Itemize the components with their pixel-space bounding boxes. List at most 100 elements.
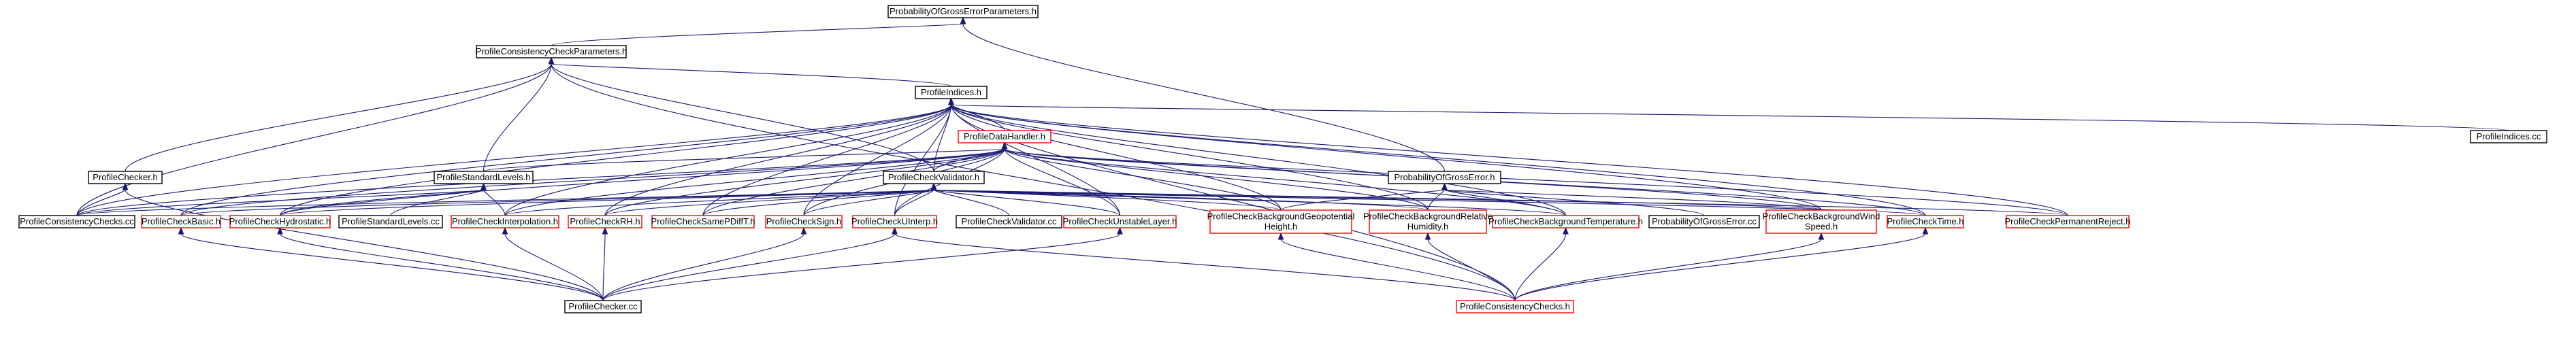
node-box[interactable] — [1765, 209, 1877, 234]
node-box[interactable] — [1369, 209, 1487, 234]
edge-line — [1004, 148, 1282, 211]
node-label: ProfileCheckSamePDiffT.h — [651, 216, 755, 226]
node-box[interactable] — [568, 215, 642, 228]
node-poge_cc[interactable]: ProbabilityOfGrossError.cc — [1648, 215, 1760, 228]
edge-line — [702, 189, 934, 216]
edge-line — [76, 189, 934, 216]
node-box[interactable] — [1456, 300, 1574, 313]
edge-psl_cc-to-pstd — [390, 182, 487, 216]
edge-pcbw-to-poge — [1441, 182, 1822, 211]
node-box[interactable] — [1209, 209, 1352, 234]
node-pccp[interactable]: ProfileConsistencyCheckParameters.h — [476, 45, 627, 58]
node-box[interactable] — [1063, 215, 1177, 228]
node-box[interactable] — [883, 171, 985, 184]
edge-line — [551, 63, 934, 172]
node-label: ProfileConsistencyChecks.cc — [20, 216, 134, 226]
edge-line — [1280, 189, 1446, 211]
node-box[interactable] — [852, 215, 937, 228]
node-pcul[interactable]: ProfileCheckUnstableLayer.h — [1063, 215, 1177, 228]
node-box[interactable] — [141, 215, 221, 228]
node-box[interactable] — [229, 215, 331, 228]
edge-line — [894, 104, 952, 216]
node-box[interactable] — [2006, 215, 2130, 228]
node-box[interactable] — [1648, 215, 1760, 228]
edge-line — [483, 63, 552, 172]
node-box[interactable] — [958, 130, 1051, 143]
node-pcv_cc[interactable]: ProfileCheckValidator.cc — [956, 215, 1062, 228]
node-pcc_cc[interactable]: ProfileConsistencyChecks.cc — [18, 215, 135, 228]
edge-arrowhead — [480, 182, 487, 190]
node-box[interactable] — [1388, 171, 1501, 184]
edge-line — [1514, 239, 1822, 301]
node-label: ProfileCheckValidator.h — [888, 172, 979, 182]
edge-arrowhead — [548, 56, 555, 65]
edge-pcc_h-to-pcu — [892, 226, 1516, 301]
edge-line — [76, 63, 552, 216]
node-label: ProfileIndices.h — [921, 87, 981, 97]
node-pidx[interactable]: ProfileIndices.h — [915, 86, 988, 99]
node-box[interactable] — [564, 300, 642, 313]
node-pcpr[interactable]: ProfileCheckPermanentReject.h — [2005, 215, 2131, 228]
node-box[interactable] — [1492, 215, 1640, 228]
node-label: ProfileChecker.cc — [568, 301, 638, 311]
node-label: ProbabilityOfGrossError.cc — [1652, 216, 1757, 226]
node-poge[interactable]: ProbabilityOfGrossError.h — [1388, 171, 1501, 184]
edge-arrowhead — [277, 226, 283, 235]
node-label: ProfileCheckHydrostatic.h — [229, 216, 331, 226]
node-pcsp[interactable]: ProfileCheckSamePDiffT.h — [651, 215, 755, 228]
node-pci[interactable]: ProfileCheckInterpolation.h — [451, 215, 559, 228]
node-box[interactable] — [956, 215, 1062, 228]
node-box[interactable] — [338, 215, 443, 228]
node-pcc_h[interactable]: ProfileConsistencyChecks.h — [1456, 300, 1574, 313]
node-label: Speed.h — [1805, 222, 1838, 232]
edge-line — [1004, 148, 2068, 216]
edge-line — [180, 104, 952, 216]
node-box[interactable] — [1887, 215, 1964, 228]
node-box[interactable] — [651, 215, 755, 228]
node-box[interactable] — [434, 171, 534, 184]
node-pct[interactable]: ProfileCheckTime.h — [1887, 215, 1964, 228]
node-pcbgh[interactable]: ProfileCheckBackgroundGeopotentialHeight… — [1207, 209, 1355, 234]
node-pidxcc[interactable]: ProfileIndices.cc — [2470, 130, 2547, 143]
node-label: ProfileCheckBasic.h — [142, 216, 221, 226]
node-label: ProbabilityOfGrossErrorParameters.h — [890, 6, 1037, 16]
edge-arrowhead — [1117, 226, 1123, 235]
node-box[interactable] — [18, 215, 135, 228]
edge-pcul-to-pcv — [930, 182, 1121, 216]
node-psl_cc[interactable]: ProfileStandardLevels.cc — [338, 215, 443, 228]
node-pch[interactable]: ProfileCheckHydrostatic.h — [229, 215, 331, 228]
edge-line — [125, 63, 552, 172]
node-pcb[interactable]: ProfileCheckBasic.h — [141, 215, 221, 228]
node-box[interactable] — [88, 171, 163, 184]
node-box[interactable] — [915, 86, 988, 99]
node-pcrh[interactable]: ProfileCheckRH.h — [568, 215, 642, 228]
edge-line — [279, 189, 934, 216]
node-box[interactable] — [887, 5, 1039, 18]
node-root[interactable]: ProbabilityOfGrossErrorParameters.h — [887, 5, 1039, 18]
node-box[interactable] — [476, 45, 627, 58]
node-pstd[interactable]: ProfileStandardLevels.h — [434, 171, 534, 184]
node-pcu[interactable]: ProfileCheckUInterp.h — [851, 215, 938, 228]
node-box[interactable] — [451, 215, 559, 228]
edge-arrowhead — [1441, 182, 1448, 190]
node-pchecker_cc[interactable]: ProfileChecker.cc — [564, 300, 642, 313]
node-label: Humidity.h — [1407, 222, 1448, 232]
node-box[interactable] — [765, 215, 843, 228]
edge-pchecker_cc-to-pcul — [602, 226, 1123, 301]
edge-line — [180, 233, 604, 301]
node-box[interactable] — [2470, 130, 2547, 143]
node-pcs[interactable]: ProfileCheckSign.h — [765, 215, 843, 228]
edge-line — [894, 233, 1516, 301]
edge-line — [279, 233, 604, 301]
edge-arrowhead — [1818, 232, 1825, 240]
node-pchecker_h[interactable]: ProfileChecker.h — [88, 171, 163, 184]
node-pcbt[interactable]: ProfileCheckBackgroundTemperature.h — [1488, 215, 1643, 228]
edge-arrowhead — [892, 226, 898, 235]
node-pdh[interactable]: ProfileDataHandler.h — [958, 130, 1051, 143]
edge-line — [962, 23, 1446, 172]
edge-pcc_h-to-pct — [1514, 226, 1929, 301]
node-pcv[interactable]: ProfileCheckValidator.h — [883, 171, 985, 184]
edge-line — [504, 233, 604, 301]
